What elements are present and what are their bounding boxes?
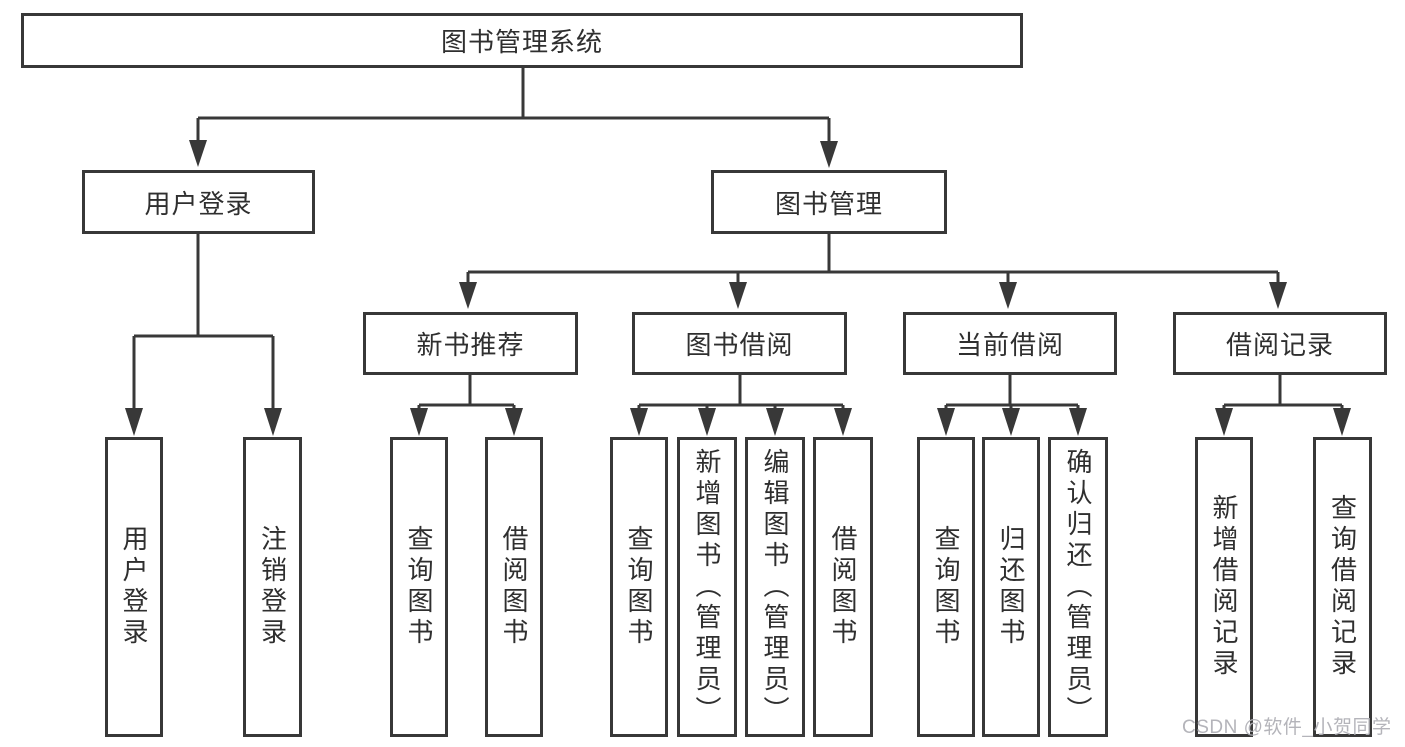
- arrow-to-current-borrow: [999, 282, 1017, 309]
- connector-borrow-record-split: [1222, 375, 1344, 410]
- arrow-to-leaf-query-record: [1333, 408, 1351, 436]
- node-book-borrowing: 图书借阅: [632, 312, 847, 375]
- arrow-to-leaf-return-books: [1002, 408, 1020, 436]
- connector-book-management-split: [466, 234, 1280, 284]
- arrow-to-book-borrow: [729, 282, 747, 309]
- arrow-to-leaf-logout: [264, 408, 282, 436]
- arrow-to-leaf-add-books: [698, 408, 716, 436]
- arrow-to-leaf-query-books-2: [630, 408, 648, 436]
- leaf-add-books-admin: 新增图书（管理员）: [677, 437, 737, 737]
- node-borrowing-records: 借阅记录: [1173, 312, 1387, 375]
- connector-new-book-split: [417, 375, 516, 410]
- connector-root-split: [196, 68, 831, 143]
- leaf-logout-login: 注销登录: [243, 437, 302, 737]
- node-book-management: 图书管理: [711, 170, 947, 234]
- connector-user-login-split: [132, 234, 275, 410]
- connector-book-borrow-split: [637, 375, 845, 410]
- leaf-query-books-1: 查询图书: [390, 437, 448, 737]
- arrow-to-new-book: [459, 282, 477, 309]
- leaf-user-login: 用户登录: [105, 437, 163, 737]
- leaf-query-books-3: 查询图书: [917, 437, 975, 737]
- arrow-to-leaf-user-login: [125, 408, 143, 436]
- leaf-borrow-books-1: 借阅图书: [485, 437, 543, 737]
- leaf-borrow-books-2: 借阅图书: [813, 437, 873, 737]
- node-new-book-recommendation: 新书推荐: [363, 312, 578, 375]
- arrow-to-leaf-add-record: [1215, 408, 1233, 436]
- leaf-confirm-return-admin: 确认归还（管理员）: [1048, 437, 1108, 737]
- node-current-borrowing: 当前借阅: [903, 312, 1117, 375]
- leaf-query-borrow-record: 查询借阅记录: [1313, 437, 1372, 737]
- connector-current-borrow-split: [944, 375, 1080, 410]
- leaf-edit-books-admin: 编辑图书（管理员）: [745, 437, 805, 737]
- arrow-to-user-login: [189, 140, 207, 167]
- arrow-to-leaf-borrow-books-1: [505, 408, 523, 436]
- arrow-to-book-management: [820, 141, 838, 168]
- arrow-to-leaf-confirm-return: [1069, 408, 1087, 436]
- node-user-login: 用户登录: [82, 170, 315, 234]
- leaf-return-books: 归还图书: [982, 437, 1040, 737]
- arrow-to-borrow-record: [1269, 282, 1287, 309]
- node-library-management-system: 图书管理系统: [21, 13, 1023, 68]
- arrow-to-leaf-borrow-books-2: [834, 408, 852, 436]
- arrow-to-leaf-query-books-3: [937, 408, 955, 436]
- arrow-to-leaf-query-books-1: [410, 408, 428, 436]
- arrow-to-leaf-edit-books: [766, 408, 784, 436]
- leaf-query-books-2: 查询图书: [610, 437, 668, 737]
- leaf-add-borrow-record: 新增借阅记录: [1195, 437, 1253, 737]
- watermark-text: CSDN @软件_小贺同学: [1182, 717, 1392, 738]
